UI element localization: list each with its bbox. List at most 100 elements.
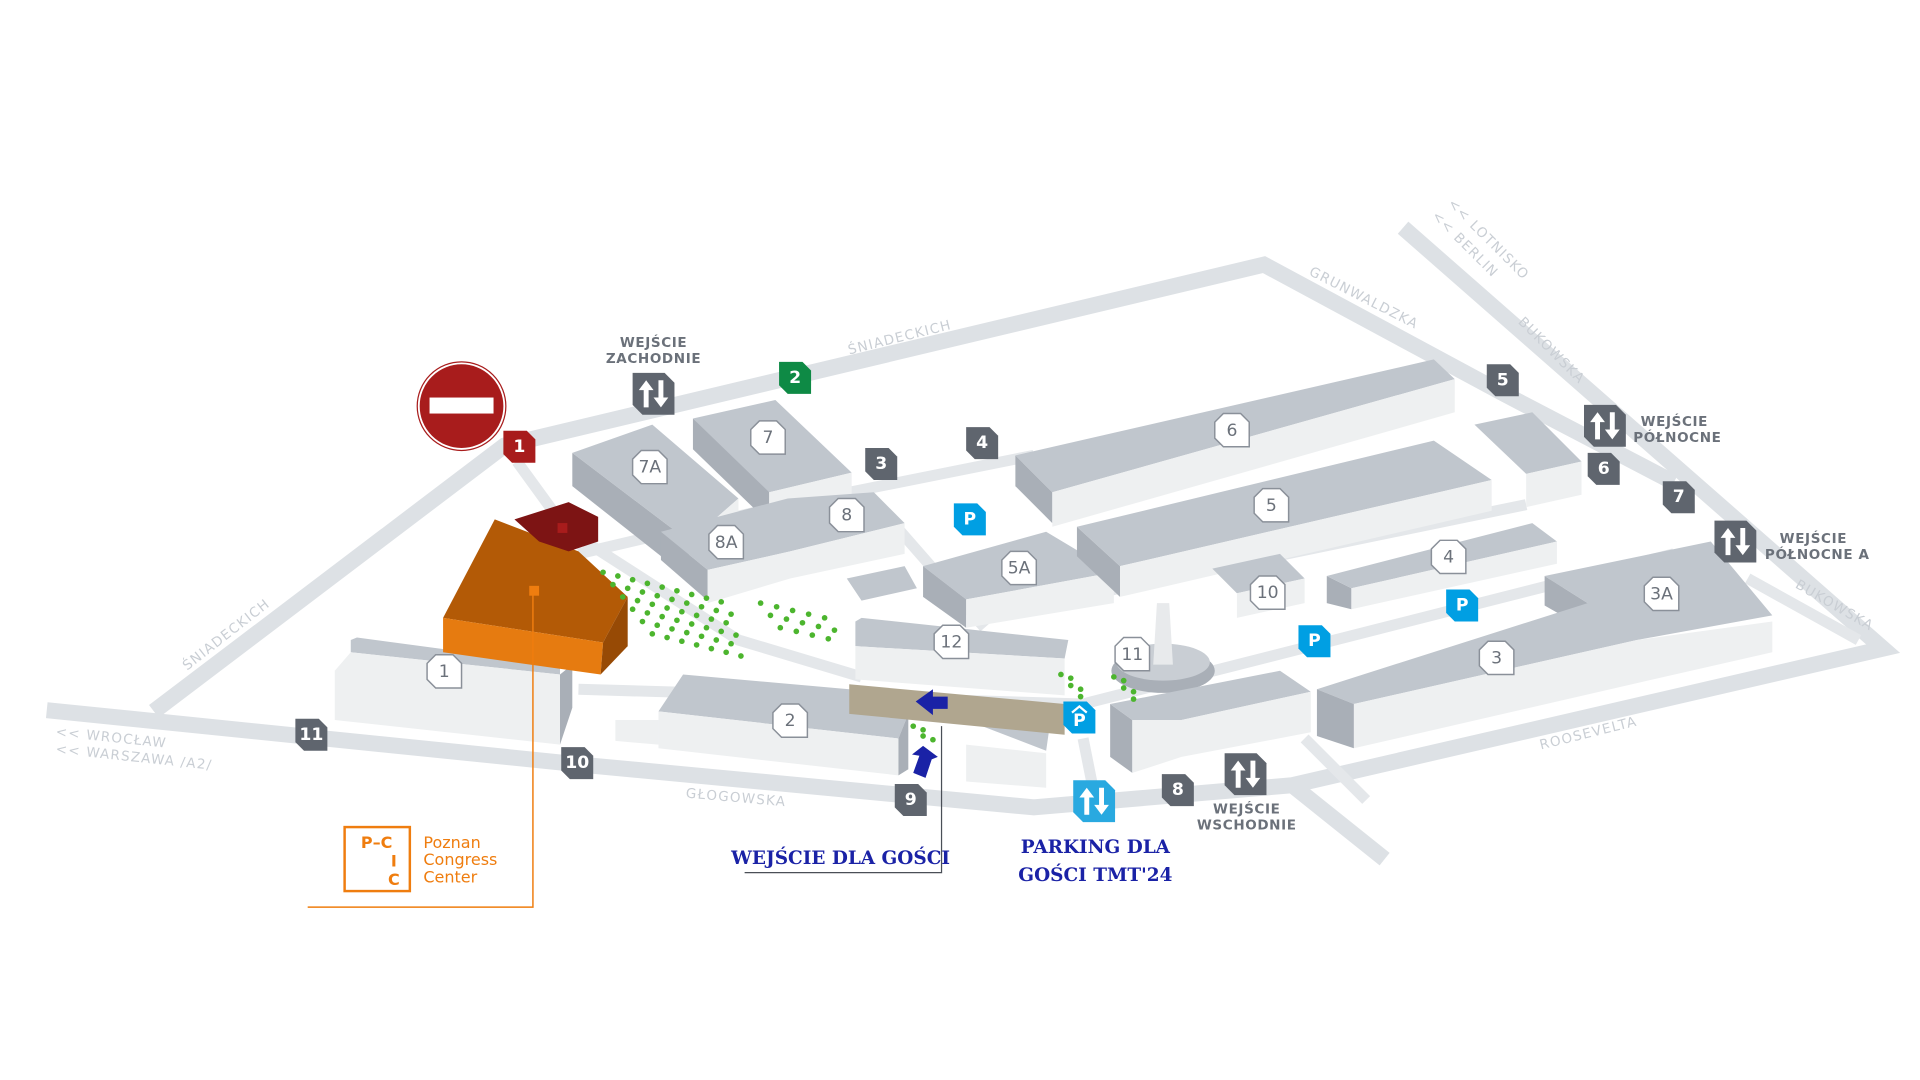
svg-text:8: 8 bbox=[841, 506, 852, 526]
tree-dot bbox=[723, 619, 729, 626]
tree-dot bbox=[1058, 671, 1064, 678]
tree-dot bbox=[815, 623, 822, 630]
tree-dot bbox=[649, 631, 656, 637]
tree-dot bbox=[629, 576, 636, 583]
tree-dot bbox=[799, 619, 806, 626]
tree-dot bbox=[930, 736, 936, 743]
tree-dot bbox=[683, 600, 690, 606]
gate-6: 6 bbox=[1587, 452, 1620, 485]
svg-text:1: 1 bbox=[439, 662, 450, 682]
tree-dot bbox=[728, 611, 734, 617]
gate-1: 1 bbox=[503, 430, 536, 463]
hall-label-3a: 3A bbox=[1643, 576, 1680, 612]
tree-dot bbox=[615, 573, 621, 579]
tree-dot bbox=[793, 628, 800, 635]
tree-dot bbox=[920, 733, 926, 739]
arrow-left-icon bbox=[915, 689, 948, 716]
tree-dot bbox=[619, 594, 626, 600]
entrance-east-icon bbox=[1224, 753, 1267, 796]
tree-dot bbox=[767, 612, 774, 619]
tree-dot bbox=[664, 605, 670, 611]
hall-label-6: 6 bbox=[1214, 412, 1250, 448]
hall-label-4: 4 bbox=[1430, 539, 1467, 575]
svg-text:6: 6 bbox=[1598, 459, 1610, 479]
tree-dot bbox=[708, 645, 715, 652]
tree-dot bbox=[809, 632, 816, 638]
svg-text:7: 7 bbox=[1673, 487, 1685, 507]
tree-dot bbox=[1120, 685, 1127, 691]
hall-label-1: 1 bbox=[426, 654, 463, 689]
tree-dot bbox=[679, 608, 685, 615]
svg-text:Center: Center bbox=[423, 867, 477, 886]
tree-dot bbox=[1067, 682, 1074, 689]
tree-dot bbox=[698, 603, 705, 610]
svg-text:5: 5 bbox=[1266, 496, 1277, 516]
svg-text:P: P bbox=[964, 509, 977, 529]
tree-dot bbox=[738, 653, 744, 659]
tree-dot bbox=[644, 610, 651, 616]
svg-text:2: 2 bbox=[785, 711, 796, 731]
tree-dot bbox=[1077, 686, 1084, 693]
parking-icon: P bbox=[953, 503, 986, 536]
tree-dot bbox=[654, 592, 661, 599]
svg-text:3: 3 bbox=[1491, 648, 1502, 668]
pcc-leader-line bbox=[307, 594, 534, 908]
roads bbox=[45, 221, 1901, 866]
svg-text:4: 4 bbox=[1443, 548, 1454, 568]
tree-dot bbox=[703, 595, 710, 601]
hall-label-12: 12 bbox=[933, 624, 970, 660]
svg-text:2: 2 bbox=[789, 368, 801, 388]
tree-dot bbox=[659, 613, 665, 620]
entrance-north-label-2: PÓŁNOCNE bbox=[1633, 428, 1721, 446]
gate-9: 9 bbox=[894, 784, 927, 816]
svg-text:P: P bbox=[1308, 631, 1321, 651]
svg-text:12: 12 bbox=[940, 632, 962, 652]
tree-dot bbox=[644, 580, 651, 587]
entrance-north-label-1: WEJŚCIE bbox=[1641, 412, 1708, 430]
tree-dot bbox=[757, 600, 764, 606]
tree-dot bbox=[703, 624, 710, 631]
hall-label-5a: 5A bbox=[1001, 550, 1038, 586]
tree-dot bbox=[825, 635, 832, 642]
svg-text:P–C: P–C bbox=[361, 833, 392, 852]
tree-dot bbox=[773, 603, 780, 610]
guest-entrance-leader-line bbox=[744, 726, 943, 874]
tree-dot bbox=[674, 617, 680, 624]
svg-text:3A: 3A bbox=[1650, 584, 1673, 604]
svg-text:C: C bbox=[388, 870, 400, 889]
green-area bbox=[600, 569, 1137, 743]
tree-dot bbox=[783, 616, 790, 622]
entrance-west-label-2: ZACHODNIE bbox=[606, 351, 701, 367]
hall-label-8a: 8A bbox=[708, 524, 745, 560]
tree-dot bbox=[1067, 675, 1074, 681]
svg-text:Poznan: Poznan bbox=[423, 833, 480, 852]
tree-dot bbox=[1130, 688, 1137, 695]
hall-label-10: 10 bbox=[1249, 575, 1286, 610]
tree-dot bbox=[669, 596, 675, 603]
tree-dot bbox=[639, 589, 646, 595]
gate-8: 8 bbox=[1161, 774, 1194, 807]
tree-dot bbox=[1130, 696, 1137, 702]
tree-dot bbox=[713, 637, 720, 643]
svg-text:Congress: Congress bbox=[423, 850, 497, 869]
svg-text:7: 7 bbox=[763, 428, 774, 448]
svg-text:P: P bbox=[1073, 711, 1086, 731]
gate-2: 2 bbox=[779, 361, 812, 394]
svg-text:3: 3 bbox=[875, 454, 887, 474]
tree-dot bbox=[669, 626, 675, 632]
pcc-logo: P–C I C Poznan Congress Center bbox=[343, 825, 497, 893]
svg-text:5: 5 bbox=[1497, 370, 1509, 390]
guest-parking-entrance-icon bbox=[1073, 780, 1116, 823]
tree-dot bbox=[1111, 674, 1117, 680]
tree-dot bbox=[688, 591, 695, 598]
tree-dot bbox=[723, 649, 729, 656]
hall-label-3: 3 bbox=[1478, 640, 1515, 676]
gate-7: 7 bbox=[1662, 481, 1695, 514]
svg-text:7A: 7A bbox=[638, 458, 661, 478]
tree-dot bbox=[910, 723, 917, 729]
parking-icon: P bbox=[1446, 589, 1479, 622]
entrance-east-label-1: WEJŚCIE bbox=[1213, 800, 1280, 818]
tree-dot bbox=[664, 634, 670, 641]
